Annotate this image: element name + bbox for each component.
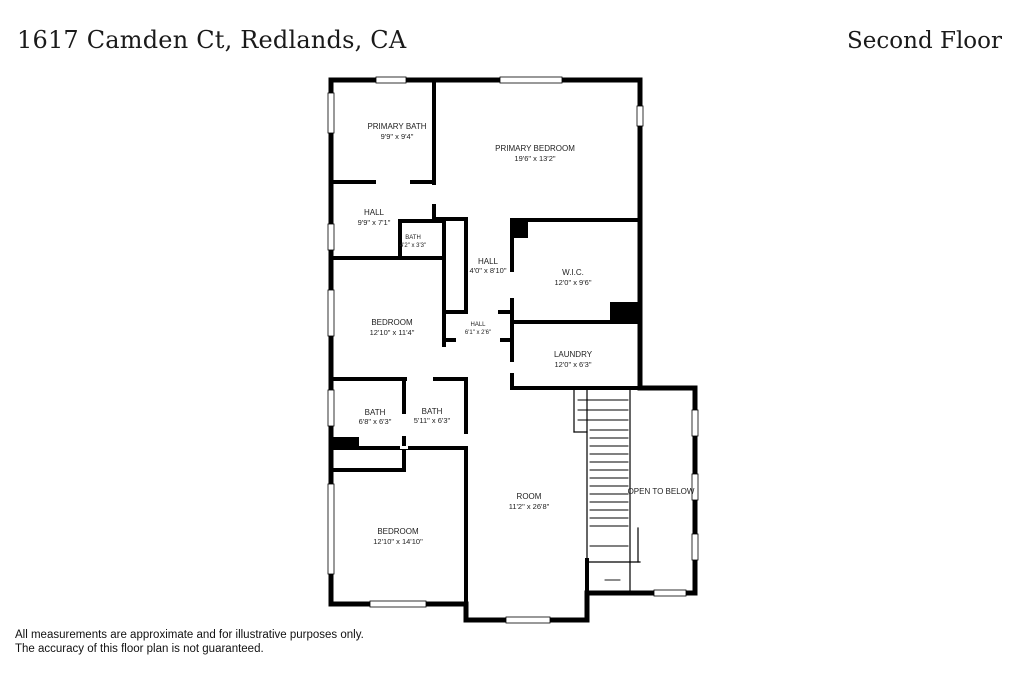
room-name: HALL: [478, 257, 499, 266]
window: [499, 76, 563, 84]
property-address: 1617 Camden Ct, Redlands, CA: [17, 26, 407, 54]
room-name: W.I.C.: [562, 268, 584, 277]
room-dimensions: 6'1" x 2'6": [465, 330, 491, 336]
room-name: PRIMARY BEDROOM: [495, 144, 575, 153]
room-name: BEDROOM: [377, 527, 419, 536]
column-block: [610, 302, 638, 322]
window: [505, 616, 551, 624]
cabinet-block: [333, 437, 359, 448]
window: [375, 76, 407, 84]
room-name: BATH: [365, 408, 386, 417]
room-dimensions: 12'0" x 6'3": [555, 360, 592, 369]
room-name: BATH: [422, 407, 443, 416]
room-dimensions: 4'2" x 3'3": [400, 243, 426, 249]
room-name: BEDROOM: [371, 318, 413, 327]
window: [636, 105, 644, 127]
room-dimensions: 12'10" x 11'4": [370, 328, 415, 337]
column-block: [512, 220, 528, 238]
windows: [327, 76, 699, 624]
room-name: ROOM: [517, 492, 542, 501]
window: [691, 473, 699, 501]
door-openings: [376, 179, 500, 449]
window: [691, 533, 699, 561]
window: [691, 409, 699, 437]
room-name: BATH: [405, 235, 421, 241]
room-dimensions: 12'0" x 9'6": [555, 278, 592, 287]
room-dimensions: 4'0" x 8'10": [470, 266, 507, 275]
window: [369, 600, 427, 608]
room-dimensions: 11'2" x 26'8": [509, 502, 550, 511]
window: [327, 92, 335, 134]
room-dimensions: 9'9" x 9'4": [381, 132, 414, 141]
disclaimer-line: The accuracy of this floor plan is not g…: [15, 643, 264, 655]
room-labels: PRIMARY BATH 9'9" x 9'4" PRIMARY BEDROOM…: [358, 122, 695, 546]
room-name: HALL: [470, 322, 486, 328]
window: [327, 483, 335, 575]
room-dimensions: 19'6" x 13'2": [514, 154, 555, 163]
walls: [328, 77, 698, 623]
room-dimensions: 9'9" x 7'1": [358, 218, 391, 227]
room-name: PRIMARY BATH: [367, 122, 426, 131]
window: [327, 223, 335, 251]
floor-label: Second Floor: [847, 28, 1002, 54]
window: [327, 289, 335, 337]
solid-blocks: [333, 220, 638, 448]
disclaimer-line: All measurements are approximate and for…: [15, 629, 364, 641]
room-name: HALL: [364, 208, 385, 217]
window: [327, 389, 335, 427]
room-dimensions: 5'11" x 6'3": [414, 416, 451, 425]
room-name: OPEN TO BELOW: [628, 487, 695, 496]
room-name: LAUNDRY: [554, 350, 593, 359]
window: [653, 589, 687, 597]
disclaimer: All measurements are approximate and for…: [15, 628, 364, 656]
staircase: [577, 399, 629, 581]
room-dimensions: 12'10" x 14'10": [373, 537, 423, 546]
room-dimensions: 6'8" x 6'3": [359, 417, 392, 426]
